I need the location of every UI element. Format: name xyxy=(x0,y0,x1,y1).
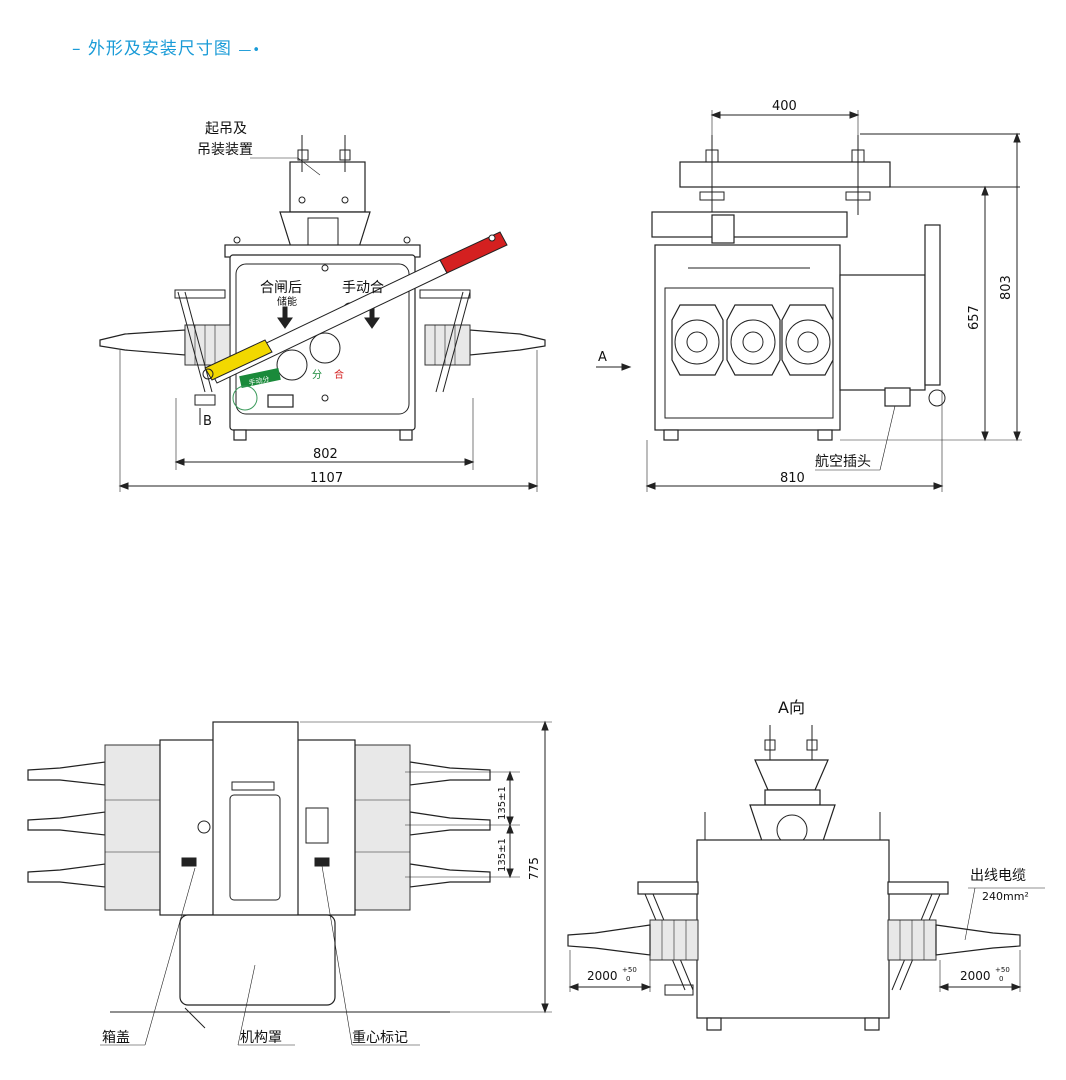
manual-open-tag xyxy=(239,367,281,389)
top-view: 135±1 135±1 775 箱盖 机构罩 重心标记 xyxy=(27,720,552,1046)
dim-802: 802 xyxy=(313,447,338,462)
title-text: 外形及安装尺寸图 xyxy=(87,39,232,59)
dim-135-bottom: 135±1 xyxy=(497,838,508,872)
dim-135-top: 135±1 xyxy=(497,786,508,820)
left-bushing xyxy=(99,329,186,356)
dim-2000-left: 2000 xyxy=(587,969,618,983)
label-manual-open: 手动分 xyxy=(248,374,270,387)
main-enclosure xyxy=(229,254,416,431)
tol-upper-left: +50 xyxy=(622,966,637,974)
label-a: A xyxy=(598,350,607,365)
mechanism-cover xyxy=(179,914,336,1006)
dim-1107: 1107 xyxy=(310,471,343,486)
label-cable: 出线电缆 xyxy=(970,868,1026,884)
label-mech-cover: 机构罩 xyxy=(240,1030,282,1046)
mechanism-box xyxy=(839,274,926,391)
bushing-flanges xyxy=(671,304,834,376)
front-view: 起吊及 吊装装置 合闸后 储能 手动合 手动分 分 合 B 802 1107 xyxy=(99,121,546,492)
side-view: 400 657 803 810 A 航空插头 xyxy=(596,99,1022,492)
label-after-close: 合闸后 xyxy=(260,280,302,296)
label-gravity: 重心标记 xyxy=(352,1030,408,1046)
dim-803: 803 xyxy=(999,275,1014,300)
label-lifting-2: 吊装装置 xyxy=(197,142,253,158)
a-view: A向 出线电缆 240mm² 2000 +50 0 2000 +50 0 xyxy=(567,698,1045,1031)
operating-handle-red xyxy=(439,231,508,274)
dim-810: 810 xyxy=(780,471,805,486)
left-insulators xyxy=(104,744,161,911)
top-cables-right xyxy=(409,761,491,888)
a-view-title: A向 xyxy=(778,698,805,717)
lifting-frame xyxy=(289,161,366,213)
right-bushing xyxy=(469,329,546,356)
label-lifting-1: 起吊及 xyxy=(205,121,247,137)
lever-yellow xyxy=(204,339,273,381)
left-insulator xyxy=(184,324,231,366)
title-tail: —• xyxy=(238,43,261,58)
right-insulators xyxy=(354,744,411,911)
label-cable-size: 240mm² xyxy=(982,890,1029,903)
title-dash: – xyxy=(72,39,82,59)
dim-2000-right: 2000 xyxy=(960,969,991,983)
label-plug: 航空插头 xyxy=(815,454,871,470)
top-cables-left xyxy=(27,761,106,888)
page-title: – 外形及安装尺寸图 —• xyxy=(72,34,261,59)
a-cable-left xyxy=(567,924,651,956)
label-storage: 储能 xyxy=(277,295,297,308)
dim-657: 657 xyxy=(967,305,982,330)
label-open: 分 xyxy=(312,369,322,381)
aviation-plug xyxy=(884,387,911,407)
a-enclosure xyxy=(696,839,890,1019)
label-cover: 箱盖 xyxy=(102,1030,130,1046)
tol-lower-right: 0 xyxy=(999,975,1003,983)
dim-400: 400 xyxy=(772,99,797,114)
a-cable-right xyxy=(935,924,1021,956)
tol-lower-left: 0 xyxy=(626,975,630,983)
dim-775: 775 xyxy=(527,857,541,880)
tol-upper-right: +50 xyxy=(995,966,1010,974)
label-manual-close: 手动合 xyxy=(342,280,384,296)
label-close: 合 xyxy=(334,368,344,381)
label-b: B xyxy=(203,414,212,429)
right-insulator xyxy=(424,324,471,366)
